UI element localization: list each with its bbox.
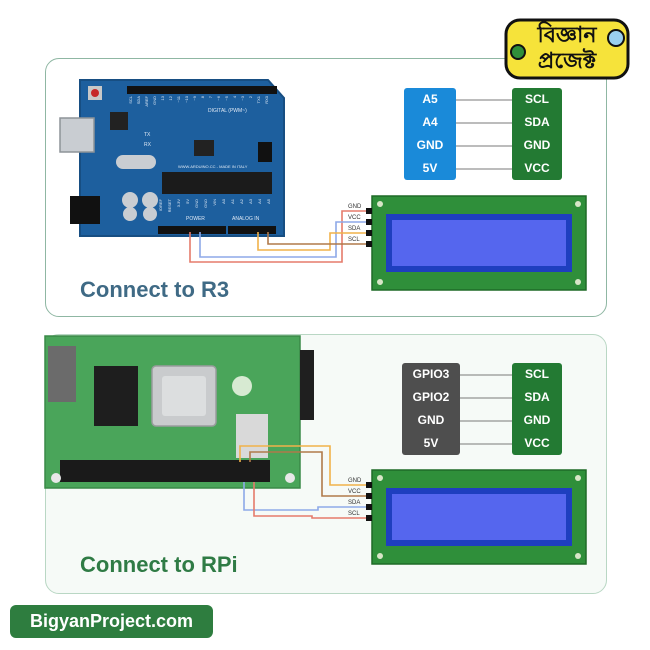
lcd-module-1 — [366, 195, 587, 291]
lcd2-pin-label: SDA — [524, 390, 550, 404]
lcd-header-label: SCL — [348, 511, 360, 517]
lcd-screen-1 — [392, 220, 566, 266]
rpi-pin-label: GPIO3 — [412, 367, 450, 381]
arduino-pin-number: SCL — [128, 96, 133, 104]
lcd2-pin-label: VCC — [524, 436, 550, 450]
lcd-header-label: GND — [348, 204, 362, 210]
digital-label: DIGITAL (PWM~) — [208, 108, 247, 114]
lcd1-pin-label: VCC — [524, 161, 550, 175]
section-title-rpi: Connect to RPi — [80, 552, 238, 577]
tx-label: TX — [144, 132, 151, 138]
rpi-pin-label: GND — [417, 413, 445, 427]
lcd-header-label: SCL — [348, 237, 360, 243]
arduino-pin-number: ~9 — [192, 96, 197, 101]
arduino-pin-number: A1 — [230, 199, 235, 204]
lcd1-pin-label: SCL — [525, 92, 549, 106]
lcd-screen-2 — [392, 494, 566, 540]
brand-logo-text: বিজ্ঞান প্রজেক্ট — [537, 22, 597, 73]
rx-label: RX — [144, 142, 151, 148]
digital-header — [127, 86, 277, 94]
rpi-pin-label: GPIO2 — [412, 390, 450, 404]
arduino-pin-number: GND — [152, 96, 157, 105]
lcd1-pin-label: GND — [523, 138, 551, 152]
lcd-header-label: SDA — [348, 226, 361, 232]
arduino-pin-number: ~10 — [184, 96, 189, 103]
section-title-r3: Connect to R3 — [80, 277, 230, 302]
arduino-pin-number: ~3 — [240, 96, 245, 101]
arduino-wires — [189, 210, 366, 263]
usb-port — [59, 117, 95, 153]
lcd-module-2 — [366, 469, 587, 565]
brand-logo: বিজ্ঞান প্রজেক্ট — [504, 16, 630, 80]
arduino-pin-label: 5V — [422, 161, 438, 175]
arduino-pin-number: A0 — [221, 199, 226, 204]
analog-label: ANALOG IN — [232, 216, 260, 222]
gpio-header — [60, 460, 270, 482]
raspberry-logo-icon — [232, 376, 252, 396]
rpi-pin-label: 5V — [423, 436, 439, 450]
pin-map-lines — [456, 99, 512, 445]
arduino-pin-number: 7 — [208, 96, 213, 99]
lcd2-pin-label: GND — [523, 413, 551, 427]
arduino-pin-number: RX0 — [264, 96, 269, 104]
arduino-pin-number: VIN — [212, 199, 217, 206]
arduino-pin-label: GND — [416, 138, 444, 152]
arduino-pin-number: 2 — [248, 96, 253, 99]
lcd1-pin-table: SCL SDA GND VCC — [512, 88, 562, 180]
lcd-header-label: VCC — [348, 215, 361, 221]
lcd2-pin-label: SCL — [525, 367, 549, 381]
arduino-pin-number: ~11 — [176, 96, 181, 103]
raspberry-pi-board — [44, 335, 314, 489]
analog-header — [228, 226, 276, 234]
arduino-pin-label: A4 — [422, 115, 438, 129]
arduino-site-label: WWW.ARDUINO.CC - MADE IN ITALY — [178, 164, 248, 169]
website-badge[interactable]: BigyanProject.com — [10, 605, 213, 638]
arduino-pin-number: 5V — [185, 199, 190, 204]
arduino-pin-number: SDA — [136, 96, 141, 105]
lcd-header-label: VCC — [348, 489, 361, 495]
power-header — [158, 226, 226, 234]
power-label: POWER — [186, 216, 205, 222]
arduino-pin-number: TX1 — [256, 96, 261, 104]
arduino-pin-number: A2 — [239, 199, 244, 204]
microcontroller-chip — [162, 172, 272, 194]
arduino-pin-number: GND — [203, 199, 208, 208]
arduino-pin-number: IOREF — [158, 199, 163, 212]
lcd-header-label: GND — [348, 478, 362, 484]
arduino-board — [59, 79, 285, 237]
arduino-pin-number: ~5 — [224, 96, 229, 101]
arduino-pin-number: 12 — [168, 96, 173, 101]
arduino-pin-number: GND — [194, 199, 199, 208]
lcd2-pin-table: SCL SDA GND VCC — [512, 363, 562, 455]
arduino-pin-number: AREF — [144, 96, 149, 107]
arduino-pin-number: 8 — [200, 96, 205, 99]
arduino-pin-number: ~6 — [216, 96, 221, 101]
brand-logo-graphic — [504, 18, 630, 80]
arduino-pin-number: 4 — [232, 96, 237, 99]
dc-jack — [70, 196, 100, 224]
lcd-header-label: SDA — [348, 500, 361, 506]
arduino-pin-number: A3 — [248, 199, 253, 204]
rpi-wires — [239, 445, 366, 519]
arduino-pin-label: A5 — [422, 92, 438, 106]
arduino-pin-number: 3.3V — [176, 199, 181, 208]
arduino-pin-number: A5 — [266, 199, 271, 204]
lcd1-pin-label: SDA — [524, 115, 550, 129]
arduino-pin-number: RESET — [167, 199, 172, 213]
arduino-pin-number: A4 — [257, 199, 262, 204]
arduino-pin-number: 13 — [160, 96, 165, 101]
reset-button — [91, 89, 99, 97]
